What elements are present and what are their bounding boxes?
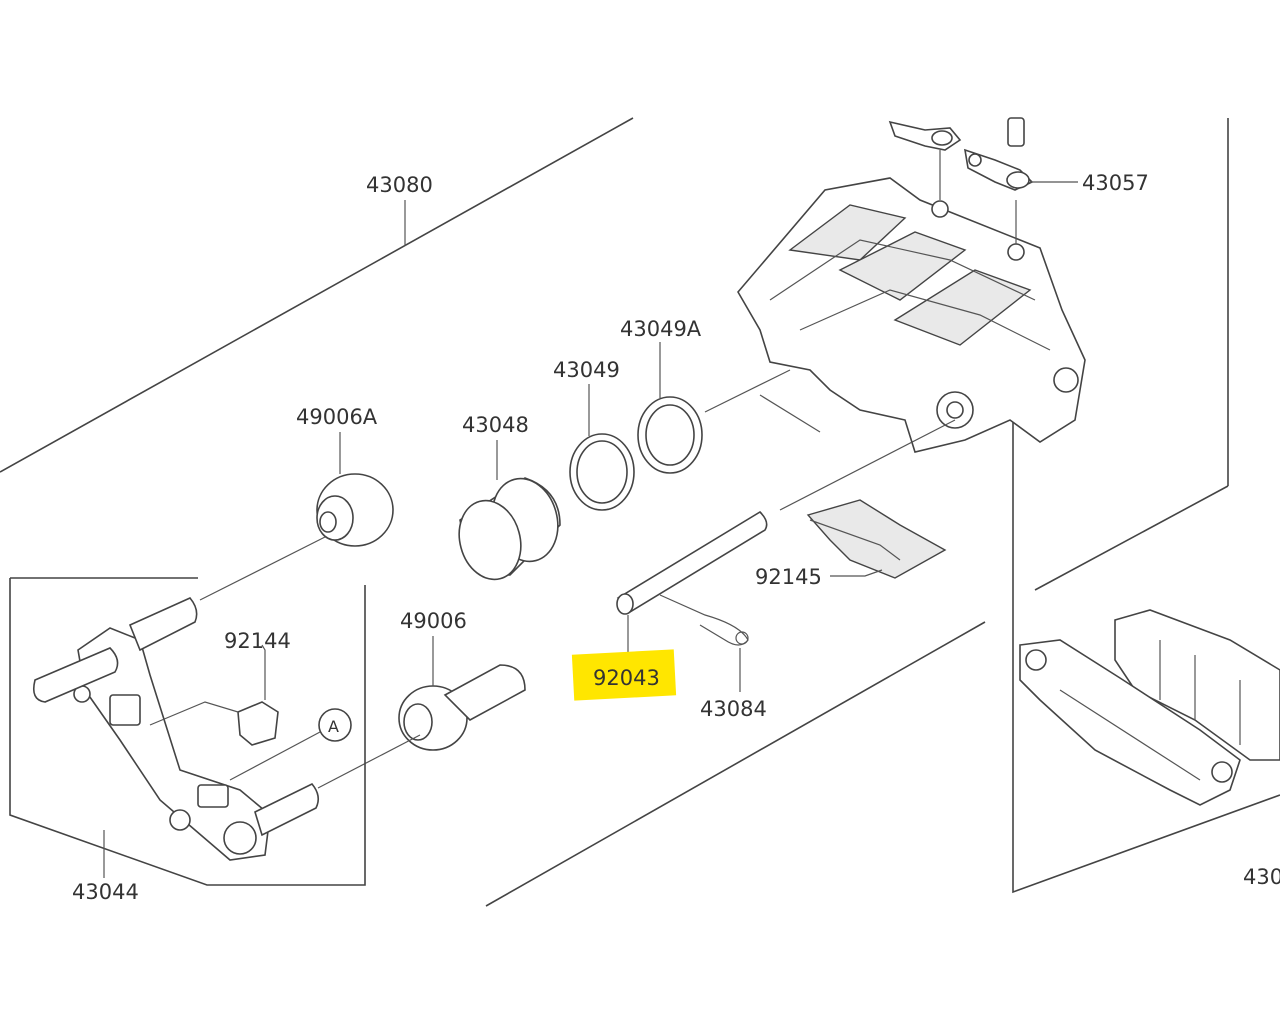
label-boot-a[interactable]: 49006A bbox=[296, 405, 378, 429]
label-bleeder-plate[interactable]: 43057 bbox=[1082, 171, 1149, 195]
leader-lines bbox=[103, 181, 1078, 878]
bracket[interactable] bbox=[32, 597, 320, 861]
label-clip[interactable]: 43084 bbox=[700, 697, 767, 721]
assembly-boundary bbox=[0, 117, 1280, 907]
piston-seal[interactable] bbox=[569, 433, 635, 511]
clip[interactable] bbox=[659, 594, 749, 646]
piston-seal-a[interactable] bbox=[637, 396, 703, 474]
label-piston-seal[interactable]: 43049 bbox=[553, 358, 620, 382]
label-pin[interactable]: 92043 bbox=[593, 666, 660, 690]
boot[interactable] bbox=[317, 664, 526, 789]
label-piston[interactable]: 43048 bbox=[462, 413, 529, 437]
ref-marker-leader bbox=[229, 731, 321, 781]
pin[interactable] bbox=[616, 510, 768, 615]
brake-pad[interactable] bbox=[1019, 609, 1280, 806]
label-piston-seal-a[interactable]: 43049A bbox=[620, 317, 702, 341]
caliper-housing[interactable] bbox=[704, 150, 1086, 511]
label-pad[interactable]: 430 bbox=[1243, 865, 1280, 889]
ref-marker-circle bbox=[318, 708, 352, 742]
label-spring[interactable]: 92144 bbox=[224, 629, 291, 653]
label-caliper-assy[interactable]: 43080 bbox=[366, 173, 433, 197]
boot-a[interactable] bbox=[199, 473, 394, 601]
label-bracket[interactable]: 43044 bbox=[72, 880, 139, 904]
label-pad-spring[interactable]: 92145 bbox=[755, 565, 822, 589]
piston[interactable] bbox=[451, 471, 567, 586]
label-boot[interactable]: 49006 bbox=[400, 609, 467, 633]
pad-spring[interactable] bbox=[806, 499, 947, 579]
spring[interactable] bbox=[149, 644, 279, 746]
bleeder-plate[interactable] bbox=[888, 117, 1034, 191]
bracket-box bbox=[9, 577, 366, 886]
highlight-marker bbox=[571, 649, 677, 701]
label-ref-marker: A bbox=[328, 717, 339, 736]
